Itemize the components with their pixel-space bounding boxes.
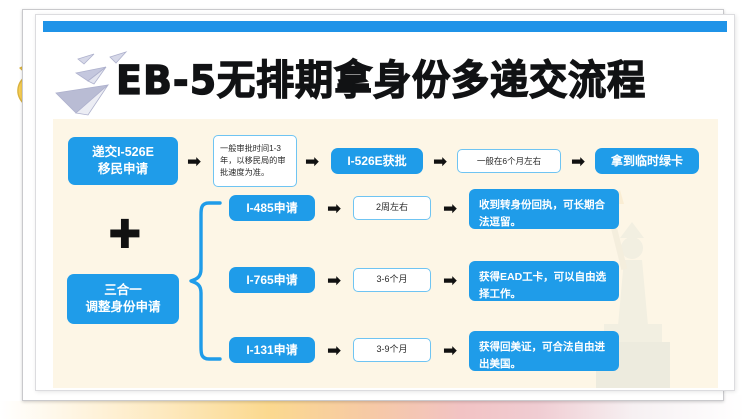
top-accent-bar (43, 21, 727, 32)
branch-application-2[interactable]: I-131申请 (229, 337, 315, 363)
note-green-card-time: 一般在6个月左右 (457, 149, 561, 173)
arrow-3: ➡ (433, 152, 448, 171)
arrow-1: ➡ (187, 152, 202, 171)
slide-header: EB-5无排期拿身份多递交流程 (36, 33, 734, 123)
branch-arrow-1a: ➡ (327, 271, 342, 290)
step-submit-i526e-line1: 递交I-526E (92, 145, 154, 160)
arrow-2: ➡ (305, 152, 320, 171)
branch-duration-1: 3-6个月 (353, 268, 431, 292)
branch-arrow-0a: ➡ (327, 199, 342, 218)
step-temporary-green-card[interactable]: 拿到临时绿卡 (595, 148, 699, 174)
branch-arrow-2b: ➡ (443, 341, 458, 360)
note-i526e-processing-time: 一般审批时间1-3年，以移民局的审批速度为准。 (213, 135, 297, 187)
branch-result-1[interactable]: 获得EAD工卡，可以自由选择工作。 (469, 261, 619, 301)
branch-result-0[interactable]: 收到转身份回执，可长期合法逗留。 (469, 189, 619, 229)
branch-duration-0: 2周左右 (353, 196, 431, 220)
flow-panel: 递交I-526E 移民申请 ➡ 一般审批时间1-3年，以移民局的审批速度为准。 … (53, 119, 718, 388)
branch-arrow-0b: ➡ (443, 199, 458, 218)
paper-planes-icon (48, 41, 168, 121)
branch-arrow-2a: ➡ (327, 341, 342, 360)
branch-arrow-1b: ➡ (443, 271, 458, 290)
arrow-4: ➡ (571, 152, 586, 171)
group-label-line2: 调整身份申请 (85, 300, 161, 314)
step-submit-i526e-line2: 移民申请 (97, 162, 148, 176)
page-title: EB-5无排期拿身份多递交流程 (115, 56, 647, 104)
branch-application-1[interactable]: I-765申请 (229, 267, 315, 293)
group-label-line1: 三合一 (104, 283, 142, 298)
step-submit-i526e[interactable]: 递交I-526E 移民申请 (68, 137, 178, 185)
step-i526e-approved[interactable]: I-526E获批 (331, 148, 423, 174)
branch-duration-2: 3-9个月 (353, 338, 431, 362)
branch-application-0[interactable]: I-485申请 (229, 195, 315, 221)
step-three-in-one-adjustment[interactable]: 三合一 调整身份申请 (67, 274, 179, 324)
branch-result-2[interactable]: 获得回美证，可合法自由进出美国。 (469, 331, 619, 371)
slide-card: EB-5无排期拿身份多递交流程 递交I-526E 移民申请 ➡ (35, 14, 735, 391)
plus-sign-icon: ✚ (108, 212, 142, 258)
brace-connector (187, 199, 223, 363)
